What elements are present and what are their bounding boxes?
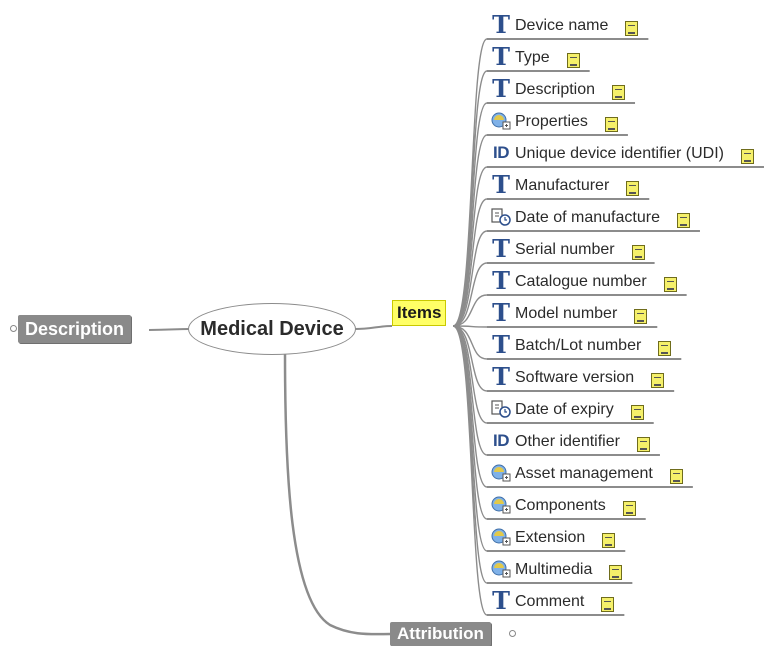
root-label: Medical Device — [200, 317, 344, 340]
cluster-icon — [489, 526, 513, 548]
note-icon[interactable] — [630, 405, 644, 420]
item-asset-management[interactable]: Asset management — [489, 457, 683, 487]
item-label: Manufacturer — [515, 177, 610, 194]
note-icon[interactable] — [636, 437, 650, 452]
text-type-icon: T — [492, 234, 510, 263]
cluster-icon — [489, 462, 513, 484]
item-unique-device-identifier-udi[interactable]: ID Unique device identifier (UDI) — [489, 137, 754, 167]
child-connector — [452, 166, 488, 327]
description-node[interactable]: Description — [18, 315, 132, 343]
note-icon[interactable] — [626, 181, 640, 196]
item-label: Properties — [515, 113, 588, 130]
note-icon[interactable] — [625, 21, 639, 36]
items-node[interactable]: Items — [392, 300, 447, 326]
item-multimedia[interactable]: Multimedia — [489, 553, 623, 583]
item-label: Description — [515, 81, 596, 98]
item-label: Serial number — [515, 241, 615, 258]
item-label: Batch/Lot number — [515, 337, 642, 354]
description-label: Description — [25, 319, 125, 339]
item-description[interactable]: T Description — [489, 73, 626, 103]
note-icon[interactable] — [669, 469, 683, 484]
item-label: Device name — [515, 17, 609, 34]
child-connector — [452, 325, 488, 616]
item-software-version[interactable]: T Software version — [489, 361, 665, 391]
child-connectors — [452, 38, 764, 616]
child-connector — [452, 230, 488, 327]
note-icon[interactable] — [622, 501, 636, 516]
text-type-icon: T — [492, 330, 510, 359]
note-icon[interactable] — [609, 565, 623, 580]
text-type-icon: T — [492, 42, 510, 71]
cluster-icon — [489, 110, 513, 132]
text-type-icon: T — [492, 266, 510, 295]
item-label: Software version — [515, 369, 635, 386]
items-label: Items — [397, 303, 442, 322]
item-model-number[interactable]: T Model number — [489, 297, 648, 327]
note-icon[interactable] — [651, 373, 665, 388]
date-time-icon — [489, 398, 513, 420]
item-date-of-expiry[interactable]: Date of expiry — [489, 393, 644, 423]
identifier-icon: ID — [493, 431, 510, 450]
note-icon[interactable] — [631, 245, 645, 260]
item-label: Unique device identifier (UDI) — [515, 145, 724, 162]
text-type-icon: T — [492, 586, 510, 615]
item-label: Other identifier — [515, 433, 620, 450]
item-manufacturer[interactable]: T Manufacturer — [489, 169, 640, 199]
note-icon[interactable] — [676, 213, 690, 228]
note-icon[interactable] — [612, 85, 626, 100]
note-icon[interactable] — [602, 533, 616, 548]
note-icon[interactable] — [566, 53, 580, 68]
item-type[interactable]: T Type — [489, 41, 580, 71]
child-connector — [452, 262, 488, 327]
text-type-icon: T — [492, 170, 510, 199]
item-label: Multimedia — [515, 561, 593, 578]
item-date-of-manufacture[interactable]: Date of manufacture — [489, 201, 690, 231]
item-batch-lot-number[interactable]: T Batch/Lot number — [489, 329, 672, 359]
text-type-icon: T — [492, 74, 510, 103]
item-other-identifier[interactable]: ID Other identifier — [489, 425, 650, 455]
root-node[interactable]: Medical Device — [188, 303, 356, 355]
connector-root-description — [148, 328, 190, 331]
item-label: Catalogue number — [515, 273, 647, 290]
cluster-icon — [489, 494, 513, 516]
item-extension[interactable]: Extension — [489, 521, 616, 551]
child-connector — [452, 294, 488, 327]
item-label: Comment — [515, 593, 585, 610]
text-type-icon: T — [492, 298, 510, 327]
child-connector — [452, 198, 488, 327]
item-label: Model number — [515, 305, 618, 322]
item-label: Date of expiry — [515, 401, 614, 418]
item-comment[interactable]: T Comment — [489, 585, 615, 615]
item-device-name[interactable]: T Device name — [489, 9, 639, 39]
item-label: Extension — [515, 529, 586, 546]
item-properties[interactable]: Properties — [489, 105, 618, 135]
text-type-icon: T — [492, 362, 510, 391]
item-label: Date of manufacture — [515, 209, 660, 226]
attribution-label: Attribution — [397, 624, 484, 643]
date-time-icon — [489, 206, 513, 228]
item-label: Type — [515, 49, 550, 66]
attribution-node[interactable]: Attribution — [390, 622, 491, 646]
note-icon[interactable] — [740, 149, 754, 164]
item-catalogue-number[interactable]: T Catalogue number — [489, 265, 677, 295]
note-icon[interactable] — [601, 597, 615, 612]
connector-root-items — [354, 325, 393, 330]
identifier-icon: ID — [493, 143, 510, 162]
note-icon[interactable] — [634, 309, 648, 324]
cluster-icon — [489, 558, 513, 580]
item-serial-number[interactable]: T Serial number — [489, 233, 645, 263]
item-label: Components — [515, 497, 606, 514]
text-type-icon: T — [492, 10, 510, 39]
attribution-collapse-toggle[interactable] — [509, 630, 516, 637]
item-label: Asset management — [515, 465, 653, 482]
note-icon[interactable] — [658, 341, 672, 356]
item-components[interactable]: Components — [489, 489, 636, 519]
description-collapse-toggle[interactable] — [10, 325, 17, 332]
connector-root-attribution — [283, 353, 392, 636]
note-icon[interactable] — [663, 277, 677, 292]
note-icon[interactable] — [604, 117, 618, 132]
